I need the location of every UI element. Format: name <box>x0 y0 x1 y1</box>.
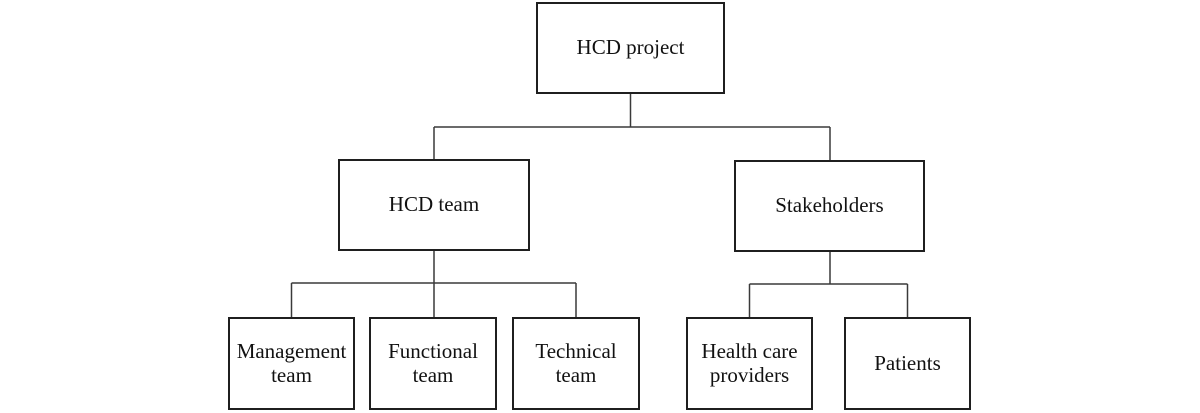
node-functional-team: Functional team <box>369 317 497 410</box>
node-stakeholders: Stakeholders <box>734 160 925 252</box>
node-hcd-team: HCD team <box>338 159 530 251</box>
node-technical-team: Technical team <box>512 317 640 410</box>
node-management-team-label: Management team <box>236 338 347 387</box>
node-management-team: Management team <box>228 317 355 410</box>
node-functional-team-label: Functional team <box>388 338 478 387</box>
node-patients-label: Patients <box>874 350 941 375</box>
node-health-care-providers: Health care providers <box>686 317 813 410</box>
node-patients: Patients <box>844 317 971 410</box>
node-technical-team-label: Technical team <box>535 338 617 387</box>
node-hcd-project: HCD project <box>536 2 725 94</box>
node-health-care-providers-label: Health care providers <box>701 338 798 387</box>
node-hcd-project-label: HCD project <box>576 35 685 60</box>
node-stakeholders-label: Stakeholders <box>775 193 884 218</box>
node-hcd-team-label: HCD team <box>388 192 480 217</box>
